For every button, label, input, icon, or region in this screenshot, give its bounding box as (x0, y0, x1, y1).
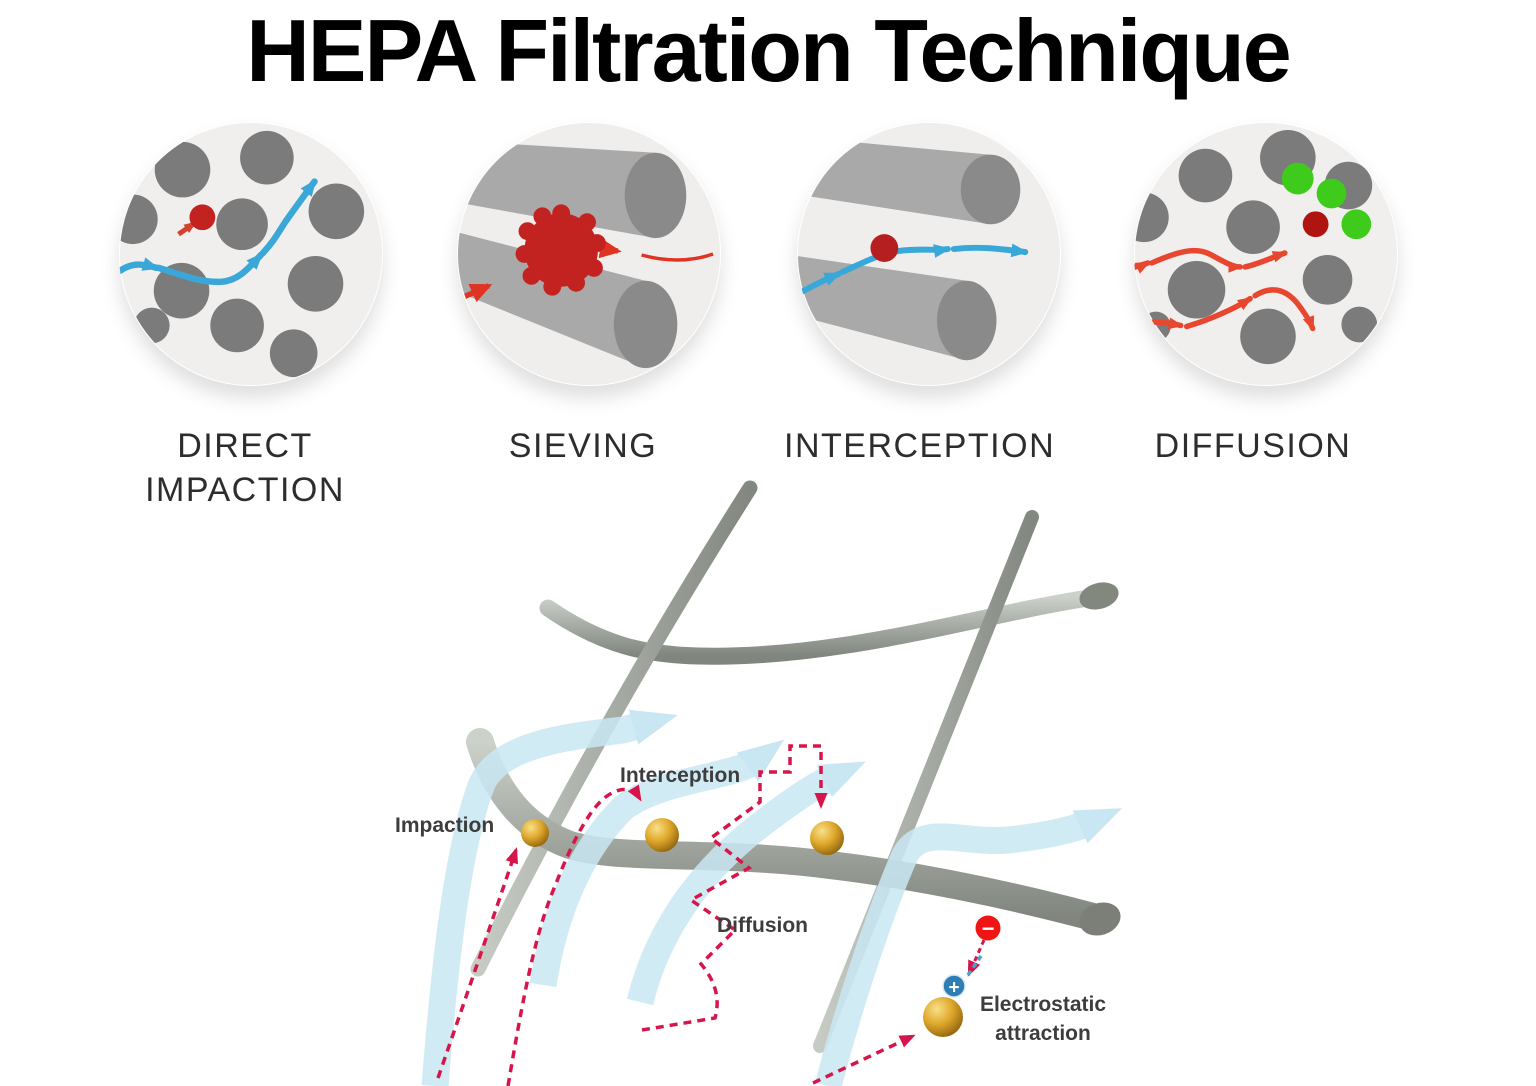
airflow-bands (421, 709, 1123, 1086)
interception-label: Interception (620, 764, 741, 787)
negative-charge-badge: − (975, 915, 1001, 941)
negative-symbol: − (982, 916, 995, 941)
caption-diffusion: DIFFUSION (1154, 427, 1352, 465)
brownian-path-arrows (1134, 247, 1316, 332)
attraction-link (967, 939, 986, 977)
fiber-dots (1134, 129, 1378, 365)
particle-trajectories (436, 744, 986, 1086)
fiber-mechanism-illustration: − + (421, 480, 1123, 1086)
airflow-arrow (119, 178, 318, 286)
diffused-particle (810, 821, 844, 855)
fiber-horizontal-upper (539, 588, 1105, 665)
attraction-link-blue (966, 955, 983, 976)
charged-particle (923, 997, 963, 1037)
diffused-particle (1302, 211, 1329, 238)
intercepted-particle (870, 234, 899, 262)
interception-trajectory (506, 784, 642, 1086)
sieving-diagram (457, 122, 721, 386)
interception-diagram (797, 122, 1061, 386)
filter-fibers (466, 480, 1121, 1053)
airflow-arrow (797, 243, 1029, 296)
fiber-mechanism-diagram: − + Impaction Interception Diffusion Ele… (383, 478, 1163, 1086)
diffusion-trajectory (641, 744, 828, 1032)
positive-symbol: + (948, 978, 959, 999)
fiber-end-cap (1079, 582, 1119, 610)
impacted-particle (521, 819, 549, 847)
caption-sieving: SIEVING (508, 427, 658, 465)
electrostatic-label-line2: attraction (995, 1022, 1091, 1045)
electrostatic-label-line1: Electrostatic (979, 993, 1107, 1016)
particle-impact-arrow (177, 221, 197, 237)
captured-particle (189, 204, 216, 231)
fiber-end-cap (1079, 902, 1121, 936)
impaction-trajectory (436, 847, 519, 1079)
sieving-illustration (457, 122, 721, 386)
diffusion-label: Diffusion (717, 914, 808, 937)
fiber-cylinders (457, 140, 687, 369)
page-title: HEPA Filtration Technique (246, 1, 1292, 100)
diffusion-diagram (1134, 122, 1398, 386)
caption-interception: INTERCEPTION (784, 427, 1056, 465)
caption-direct-impaction: DIRECT IMPACTION (145, 427, 345, 509)
interception-illustration (797, 122, 1061, 386)
positive-charge-badge: + (942, 974, 966, 999)
diffusion-illustration (1134, 122, 1398, 386)
trapped-particle (515, 204, 606, 296)
direct-impaction-diagram (119, 122, 383, 386)
intercepted-particle (645, 818, 679, 852)
captured-green-particles (1281, 162, 1372, 240)
dust-particles (521, 818, 963, 1037)
electrostatic-trajectory (812, 1034, 916, 1085)
electrostatic-label: Electrostatic attraction (968, 990, 1118, 1048)
direct-impaction-illustration (119, 122, 383, 386)
impaction-label: Impaction (395, 814, 495, 837)
